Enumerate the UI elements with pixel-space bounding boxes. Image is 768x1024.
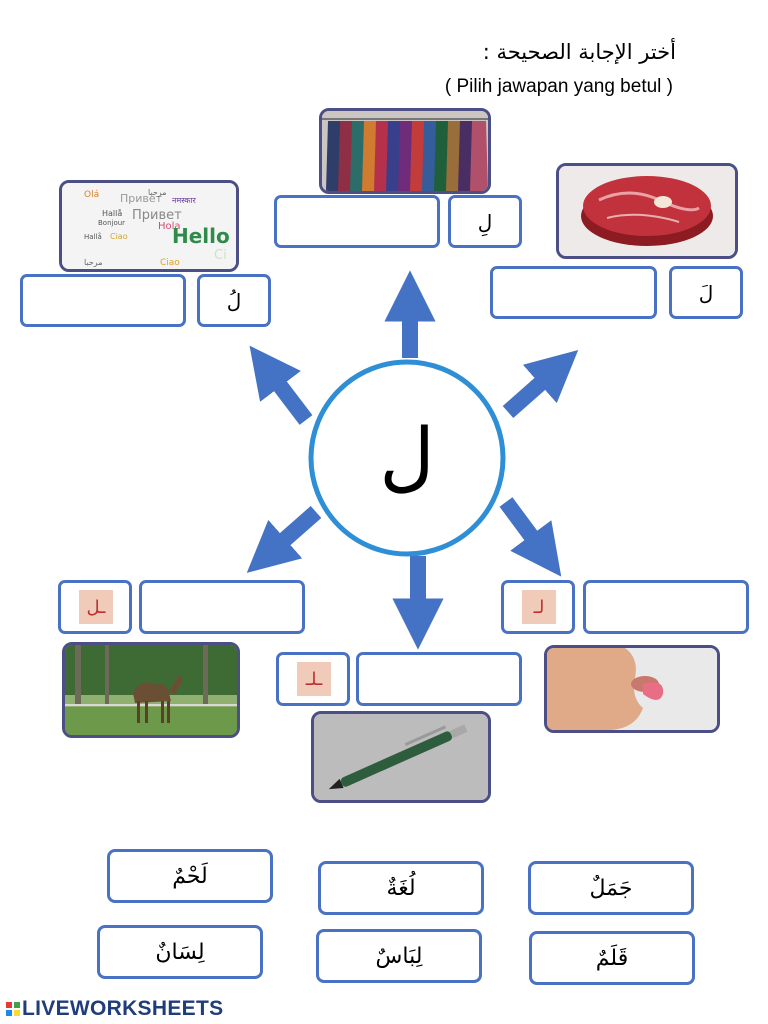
shape-box-bottom: ـلـ — [276, 652, 350, 706]
camel-image — [65, 645, 237, 735]
greeting-word: Hello — [172, 224, 230, 248]
answer-choice[interactable]: قَلَمٌ — [529, 931, 695, 985]
answer-slot-left[interactable] — [139, 580, 305, 634]
answer-slot-top-right[interactable] — [490, 266, 657, 319]
instruction-malay: ( Pilih jawapan yang betul ) — [444, 76, 673, 97]
greeting-word: Bonjour — [98, 219, 125, 227]
meat-image — [559, 166, 735, 256]
pen-picture — [311, 711, 491, 803]
logo-icon — [6, 998, 20, 1016]
languages-picture: Olá Привет नमस्कार Hallå Bonjour Привет … — [59, 180, 239, 272]
answer-choice[interactable]: لِبَاسٌ — [316, 929, 482, 983]
logo-text: LIVEWORKSHEETS — [22, 997, 224, 1020]
arrow-up-left — [249, 345, 313, 425]
instruction-arabic: أختر الإجابة الصحيحة : — [482, 40, 676, 64]
center-letter: ل — [379, 410, 435, 500]
letter-box-top-right: لَ — [669, 266, 743, 319]
answer-choice[interactable]: لَحْمٌ — [107, 849, 273, 903]
camel-picture — [62, 642, 240, 738]
greeting-word: مرحبا — [148, 188, 167, 197]
shape-box-right: لـ — [501, 580, 575, 634]
greeting-word: Hallå — [84, 232, 102, 241]
shape-tile-medial: ـلـ — [297, 662, 331, 696]
greeting-word: Ci — [214, 248, 227, 263]
greetings-image: Olá Привет नमस्कार Hallå Bonjour Привет … — [62, 183, 236, 269]
greeting-word: Olá — [84, 190, 99, 200]
shape-box-left: ـل — [58, 580, 132, 634]
answer-slot-top-left[interactable] — [20, 274, 186, 327]
answer-slot-right[interactable] — [583, 580, 749, 634]
greeting-word: नमस्कार — [172, 196, 197, 205]
liveworksheets-logo: LIVEWORKSHEETS — [6, 997, 223, 1021]
greeting-word: Привет — [120, 192, 163, 205]
greeting-word: Ciao — [110, 232, 128, 241]
answer-choice[interactable]: لُغَةٌ — [318, 861, 484, 915]
tongue-image — [547, 648, 717, 730]
clothes-picture — [319, 108, 491, 194]
answer-slot-top[interactable] — [274, 195, 440, 248]
answer-slot-bottom[interactable] — [356, 652, 522, 706]
greeting-word: Hola — [158, 221, 181, 232]
answer-choice[interactable]: لِسَانٌ — [97, 925, 263, 979]
letter-box-top-left: لُ — [197, 274, 271, 327]
meat-picture — [556, 163, 738, 259]
shape-tile-initial: لـ — [522, 590, 556, 624]
center-circle — [308, 359, 506, 557]
clothes-rack-image — [322, 111, 488, 191]
tongue-picture — [544, 645, 720, 733]
greeting-word: مرحبا — [84, 258, 103, 267]
greeting-word: Hallå — [102, 208, 122, 218]
shape-tile-final: ـل — [79, 590, 113, 624]
arrow-down-right — [499, 497, 562, 577]
greeting-word: Ciao — [160, 258, 180, 268]
letter-box-top: لِ — [448, 195, 522, 248]
arrow-down-left — [246, 505, 322, 573]
arrow-up-right — [502, 350, 579, 418]
pen-image — [314, 714, 488, 800]
answer-choice[interactable]: جَمَلٌ — [528, 861, 694, 915]
greeting-word: Привет — [132, 208, 182, 223]
